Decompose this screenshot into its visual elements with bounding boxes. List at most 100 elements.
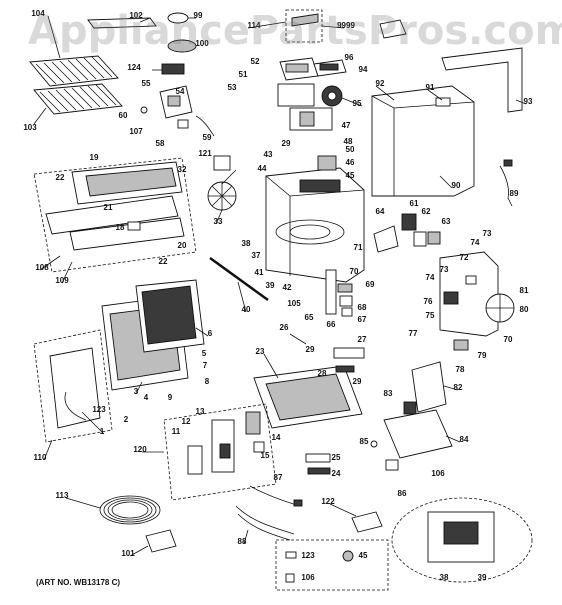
part-callout-74: 74 [426,273,435,282]
part-callout-123: 123 [92,405,106,414]
part-callout-15: 15 [261,451,270,460]
part-callout-81: 81 [520,286,529,295]
part-callout-20: 20 [178,241,187,250]
part-callout-103: 103 [23,123,37,132]
mount-plate-upper [305,453,331,463]
part-callout-40: 40 [242,305,251,314]
part-callout-105: 105 [287,299,301,308]
part-callout-66: 66 [327,320,336,329]
part-callout-24: 24 [332,469,341,478]
part-callout-3: 3 [134,387,139,396]
part-callout-41: 41 [255,268,264,277]
detail-oval [391,497,533,583]
part-callout-26: 26 [280,323,289,332]
control-bracket [140,85,215,137]
part-callout-21: 21 [104,203,113,212]
part-callout-108: 108 [35,263,49,272]
part-callout-94: 94 [359,65,368,74]
part-callout-123: 123 [301,551,315,560]
keypad-parts [187,411,265,475]
part-callout-93: 93 [524,97,533,106]
part-callout-69: 69 [366,280,375,289]
power-cord [499,165,513,207]
part-callout-29: 29 [282,139,291,148]
part-callout-100: 100 [195,39,209,48]
part-callout-45: 45 [359,551,368,560]
part-callout-73: 73 [440,265,449,274]
part-callout-82: 82 [454,383,463,392]
part-callout-58: 58 [156,139,165,148]
part-callout-42: 42 [283,283,292,292]
part-callout-37: 37 [252,251,261,260]
hardware-kit-group [275,539,389,591]
part-callout-121: 121 [198,149,212,158]
part-callout-59: 59 [203,133,212,142]
oven-rack-upper [29,55,119,87]
part-callout-70: 70 [350,267,359,276]
part-callout-101: 101 [121,549,135,558]
mount-plate-lower [307,467,331,475]
part-callout-18: 18 [116,223,125,232]
part-callout-120: 120 [133,445,147,454]
part-callout-80: 80 [520,305,529,314]
part-callout-65: 65 [305,313,314,322]
part-callout-19: 19 [90,153,99,162]
part-callout-85: 85 [360,437,369,446]
vent-grille-strip [87,17,157,29]
part-callout-91: 91 [426,83,435,92]
door-assembly [49,279,205,429]
oven-rack-lower [33,83,123,115]
damper-vent [161,63,185,75]
bottom-vent-plate-detail [427,511,495,563]
part-callout-124: 124 [127,63,141,72]
part-callout-62: 62 [422,207,431,216]
part-callout-68: 68 [358,303,367,312]
part-callout-104: 104 [31,9,45,18]
part-callout-114: 114 [248,21,261,30]
screw-parts [285,550,354,583]
part-callout-14: 14 [272,433,281,442]
part-callout-46: 46 [346,158,355,167]
part-callout-60: 60 [119,111,128,120]
grease-filter [291,13,319,27]
part-callout-9999: 9999 [337,21,355,30]
hardware-bag [351,511,383,533]
part-callout-4: 4 [144,393,149,402]
part-callout-95: 95 [353,99,362,108]
part-callout-71: 71 [354,243,363,252]
part-callout-29: 29 [306,345,315,354]
electrical-components-right [373,213,441,253]
turntable-ring [167,12,189,24]
part-callout-77: 77 [409,329,418,338]
part-callout-32: 32 [178,165,187,174]
part-callout-78: 78 [456,365,465,374]
part-callout-83: 83 [384,389,393,398]
stirrer-fan [207,155,237,211]
part-callout-44: 44 [258,164,267,173]
part-callout-96: 96 [345,53,354,62]
fan-motor-assembly [277,57,347,131]
part-callout-45: 45 [346,171,355,180]
part-callout-63: 63 [442,217,451,226]
magnetron-side-assembly [439,251,515,351]
part-callout-33: 33 [214,217,223,226]
part-callout-88: 88 [238,537,247,546]
part-callout-1: 1 [100,427,105,436]
part-callout-84: 84 [460,435,469,444]
instruction-card [145,529,177,553]
latch-parts [289,333,365,373]
part-callout-13: 13 [196,407,205,416]
part-callout-87: 87 [274,473,283,482]
part-callout-29: 29 [353,377,362,386]
door-interlock-assembly [325,269,353,317]
part-callout-48: 48 [344,137,353,146]
part-callout-12: 12 [182,417,191,426]
part-callout-11: 11 [172,427,181,436]
part-callout-39: 39 [266,281,275,290]
part-callout-2: 2 [124,415,129,424]
part-callout-27: 27 [358,335,367,344]
part-callout-52: 52 [251,57,260,66]
control-panel-group [33,157,197,273]
